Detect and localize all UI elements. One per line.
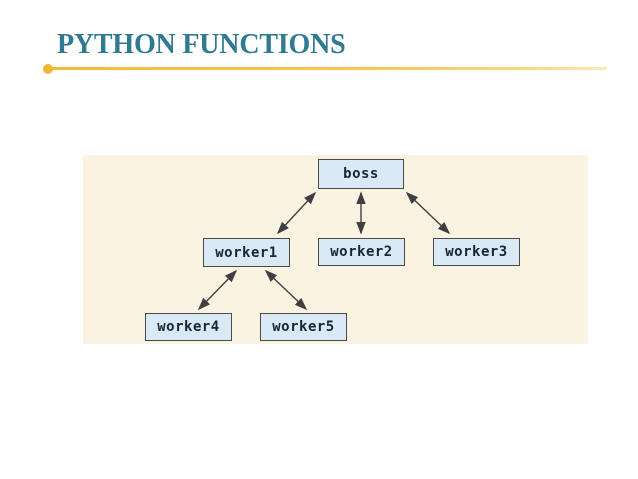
edge-worker1-worker5 — [264, 269, 308, 311]
diagram-node-worker1: worker1 — [203, 238, 290, 267]
title-underline — [45, 67, 607, 70]
tree-arrows — [197, 191, 451, 311]
diagram-node-boss: boss — [318, 159, 404, 189]
diagram-node-worker3: worker3 — [433, 238, 520, 266]
edge-boss-worker1 — [276, 191, 317, 235]
title-underline-dot — [43, 64, 53, 74]
diagram-node-worker5: worker5 — [260, 313, 347, 341]
edge-boss-worker3 — [405, 191, 451, 235]
page-title: PYTHON FUNCTIONS — [57, 29, 346, 60]
function-tree-diagram: boss worker1 worker2 worker3 worker4 wor… — [83, 155, 588, 344]
diagram-node-worker2: worker2 — [318, 238, 405, 266]
edge-worker1-worker4 — [197, 269, 238, 311]
diagram-node-worker4: worker4 — [145, 313, 232, 341]
